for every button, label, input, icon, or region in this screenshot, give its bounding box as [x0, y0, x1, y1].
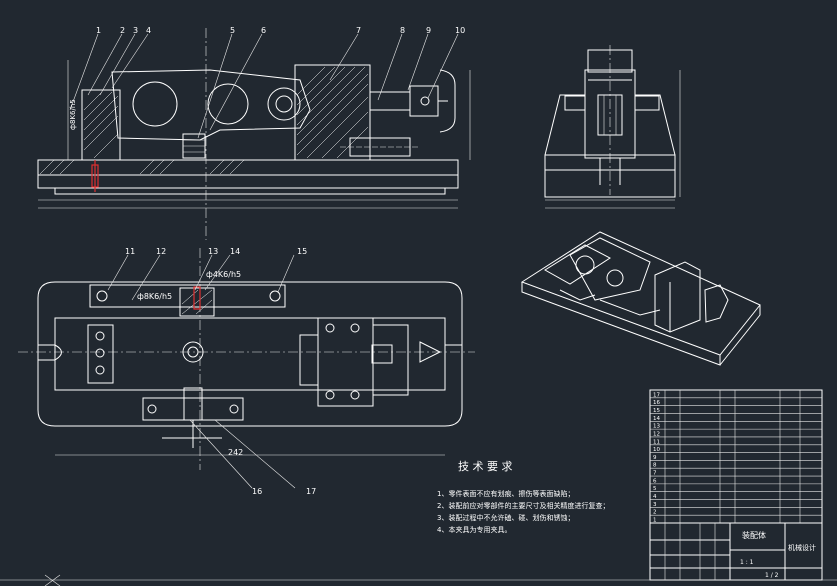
balloon-7: 7 — [356, 26, 361, 35]
tech-req-title: 技 术 要 求 — [458, 460, 513, 473]
bom-row-number: 12 — [653, 431, 660, 437]
bom-row-number: 5 — [653, 486, 657, 492]
bom-row-number: 14 — [653, 416, 660, 422]
balloon-14: 14 — [230, 247, 240, 256]
balloon-12: 12 — [156, 247, 166, 256]
hatch-left-support — [83, 91, 119, 159]
tech-req-item-3: 3、装配过程中不允许磕、碰、划伤和锈蚀； — [437, 513, 574, 522]
bom-row-number: 16 — [653, 400, 660, 406]
plan-leaders — [107, 254, 296, 489]
balloon-2: 2 — [120, 26, 125, 35]
balloon-3: 3 — [133, 26, 138, 35]
tech-req-item-4: 4、本夹具为专用夹具。 — [437, 525, 511, 534]
bom-row-number: 1 — [653, 518, 657, 524]
bom-row-number: 15 — [653, 408, 660, 414]
bom-row-number: 13 — [653, 424, 660, 430]
plan-view: ф8K6/h5 ф4K6/h5 242 — [18, 247, 475, 496]
dimension-bottom-length: 242 — [228, 448, 243, 457]
balloon-10: 10 — [455, 26, 465, 35]
dimension-fit-plan-left: ф8K6/h5 — [137, 292, 172, 301]
bom-row-number: 3 — [653, 502, 657, 508]
tech-req-item-2: 2、装配前应对零部件的主要尺寸及相关精度进行复查； — [437, 501, 609, 510]
bom-row-number: 17 — [653, 392, 660, 398]
bom-row-number: 9 — [653, 455, 657, 461]
technical-requirements: 技 术 要 求 1、零件表面不应有划痕、擦伤等表面缺陷； 2、装配前应对零部件的… — [437, 460, 609, 534]
border-ruler — [0, 574, 837, 586]
balloon-11: 11 — [125, 247, 135, 256]
balloon-5: 5 — [230, 26, 235, 35]
front-balloons: 1 2 3 4 5 6 7 8 9 10 — [96, 26, 465, 35]
bom-grid — [650, 390, 822, 524]
side-view — [544, 45, 681, 209]
hatch-plan-center — [181, 289, 213, 315]
balloon-13: 13 — [208, 247, 218, 256]
company-name: 机械设计 — [788, 543, 816, 552]
bom-row-number: 4 — [653, 494, 657, 500]
balloon-4: 4 — [146, 26, 151, 35]
hatch-clamp-block — [296, 66, 369, 159]
balloon-1: 1 — [96, 26, 101, 35]
bom-row-number: 10 — [653, 447, 660, 453]
drawing-name: 装配体 — [742, 530, 766, 540]
balloon-16: 16 — [252, 487, 262, 496]
sheet-label: 1 / 2 — [765, 572, 779, 579]
dimension-fit-left: ф8K6/h5 — [69, 99, 77, 130]
balloon-8: 8 — [400, 26, 405, 35]
balloon-9: 9 — [426, 26, 431, 35]
title-block: 装配体 机械设计 1 : 1 1 / 2 — [649, 522, 823, 581]
front-view: ф8K6/h5 1 2 3 4 5 6 7 8 9 10 — [37, 26, 471, 240]
bom-row-number: 8 — [653, 463, 657, 469]
balloon-6: 6 — [261, 26, 266, 35]
front-leaders — [69, 33, 459, 139]
bom-row-number: 6 — [653, 478, 657, 484]
bom-row-number: 7 — [653, 471, 657, 477]
dimension-fit-plan-right: ф4K6/h5 — [206, 270, 241, 279]
hatch-base — [39, 159, 245, 175]
balloon-15: 15 — [297, 247, 307, 256]
bom-row-number: 2 — [653, 510, 657, 516]
plan-balloons: 11 12 13 14 15 16 17 — [125, 247, 316, 496]
tech-req-item-1: 1、零件表面不应有划痕、擦伤等表面缺陷； — [437, 489, 574, 498]
scale-label: 1 : 1 — [740, 559, 754, 566]
bom-row-number: 11 — [653, 439, 660, 445]
isometric-view — [520, 231, 761, 366]
balloon-17: 17 — [306, 487, 316, 496]
